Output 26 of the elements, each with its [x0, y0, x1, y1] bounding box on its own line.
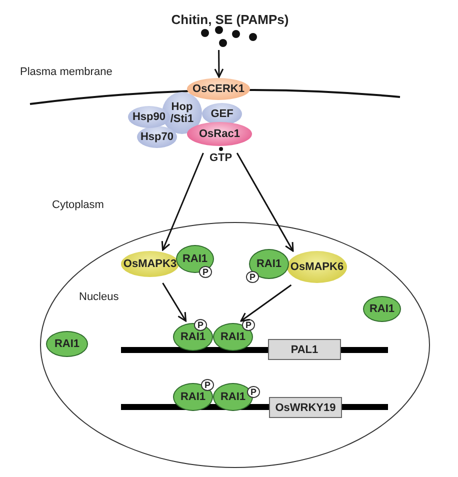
arrow — [162, 282, 187, 322]
phosphate-circle: P — [201, 379, 214, 391]
phosphate-circle: P — [199, 266, 212, 278]
gtpase-protein: OsRac1 — [187, 122, 252, 146]
gtp-label: GTP — [210, 152, 232, 164]
stimulus-label: Chitin, SE (PAMPs) — [150, 10, 310, 30]
compartment-label: Cytoplasm — [52, 199, 104, 211]
gene-box: OsWRKY19 — [269, 397, 342, 418]
receptor-protein: OsCERK1 — [187, 78, 250, 100]
rai1-protein: RAI1 — [46, 331, 88, 357]
protein-ellipse: GEF — [202, 103, 242, 125]
arrow — [161, 152, 204, 251]
arrow — [236, 152, 294, 252]
phosphate-circle: P — [247, 386, 260, 398]
gene-box: PAL1 — [268, 339, 341, 360]
nucleus-label: Nucleus — [79, 291, 119, 303]
protein-ellipse: Hsp70 — [137, 126, 177, 148]
phosphate-circle: P — [194, 319, 207, 331]
rai1-protein: RAI1 — [363, 296, 401, 322]
kinase-protein: OsMAPK3 — [121, 251, 179, 277]
membrane-label: Plasma membrane — [20, 66, 112, 78]
kinase-protein: OsMAPK6 — [287, 251, 347, 283]
arrow — [240, 284, 292, 322]
arrow — [214, 50, 224, 78]
protein-ellipse: Hsp90 — [128, 106, 170, 128]
phosphate-circle: P — [246, 271, 259, 283]
